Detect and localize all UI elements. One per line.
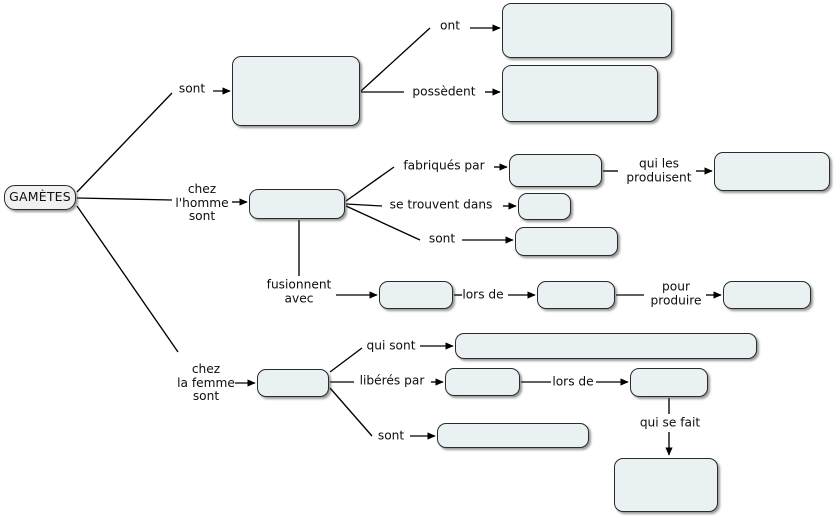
edge-n12-to-n16-a xyxy=(329,387,373,437)
edge-label-possedent: possèdent xyxy=(412,84,476,99)
edge-root-to-n12-a xyxy=(76,205,179,353)
edge-label-sont-2: sont xyxy=(428,231,456,246)
node-root-gametes[interactable]: GAMÈTES xyxy=(4,185,76,210)
edge-n4-to-n5-a xyxy=(345,166,395,202)
node-blank-2[interactable] xyxy=(502,3,672,58)
node-blank-10[interactable] xyxy=(537,281,615,309)
node-blank-5[interactable] xyxy=(509,154,602,187)
edge-label-qui-les-produisent: qui les produisent xyxy=(626,156,692,184)
edge-root-to-n4-a xyxy=(76,197,173,201)
node-blank-6[interactable] xyxy=(518,193,571,220)
edge-label-chez-lhomme-sont: chez l'homme sont xyxy=(175,181,229,223)
node-blank-9[interactable] xyxy=(379,281,453,309)
node-blank-14[interactable] xyxy=(445,368,520,396)
edge-label-fusionnent-avec: fusionnent avec xyxy=(266,277,332,305)
edge-label-fabriques-par: fabriqués par xyxy=(403,158,485,173)
edge-label-lors-de-2: lors de xyxy=(552,374,594,389)
edge-n12-to-n13-a xyxy=(329,347,363,373)
edge-n1-to-n2-a xyxy=(360,27,431,92)
edge-label-pour-produire: pour produire xyxy=(650,279,702,307)
node-blank-8[interactable] xyxy=(714,152,830,191)
node-blank-4[interactable] xyxy=(249,189,345,219)
edge-label-sont-3: sont xyxy=(377,428,405,443)
node-blank-7[interactable] xyxy=(515,227,618,256)
node-blank-1[interactable] xyxy=(232,56,360,126)
edge-label-ont: ont xyxy=(440,18,460,33)
node-blank-12[interactable] xyxy=(257,369,329,397)
edge-label-qui-sont: qui sont xyxy=(366,338,416,353)
edge-n4-to-n6-a xyxy=(345,203,383,207)
node-blank-17[interactable] xyxy=(614,458,718,512)
node-blank-13[interactable] xyxy=(455,333,757,359)
edge-label-chez-la-femme-sont: chez la femme sont xyxy=(177,361,235,403)
edge-label-se-trouvent-dans: se trouvent dans xyxy=(389,197,493,212)
node-blank-16[interactable] xyxy=(437,423,589,448)
edge-label-liberes-par: libérés par xyxy=(359,373,425,388)
node-blank-15[interactable] xyxy=(630,368,708,397)
edge-root-to-n1-a xyxy=(76,92,173,193)
node-blank-3[interactable] xyxy=(502,65,658,122)
edge-label-sont-1: sont xyxy=(178,81,206,96)
edge-label-lors-de-1: lors de xyxy=(462,287,504,302)
node-blank-11[interactable] xyxy=(723,281,811,309)
edge-label-qui-se-fait: qui se fait xyxy=(639,415,701,430)
